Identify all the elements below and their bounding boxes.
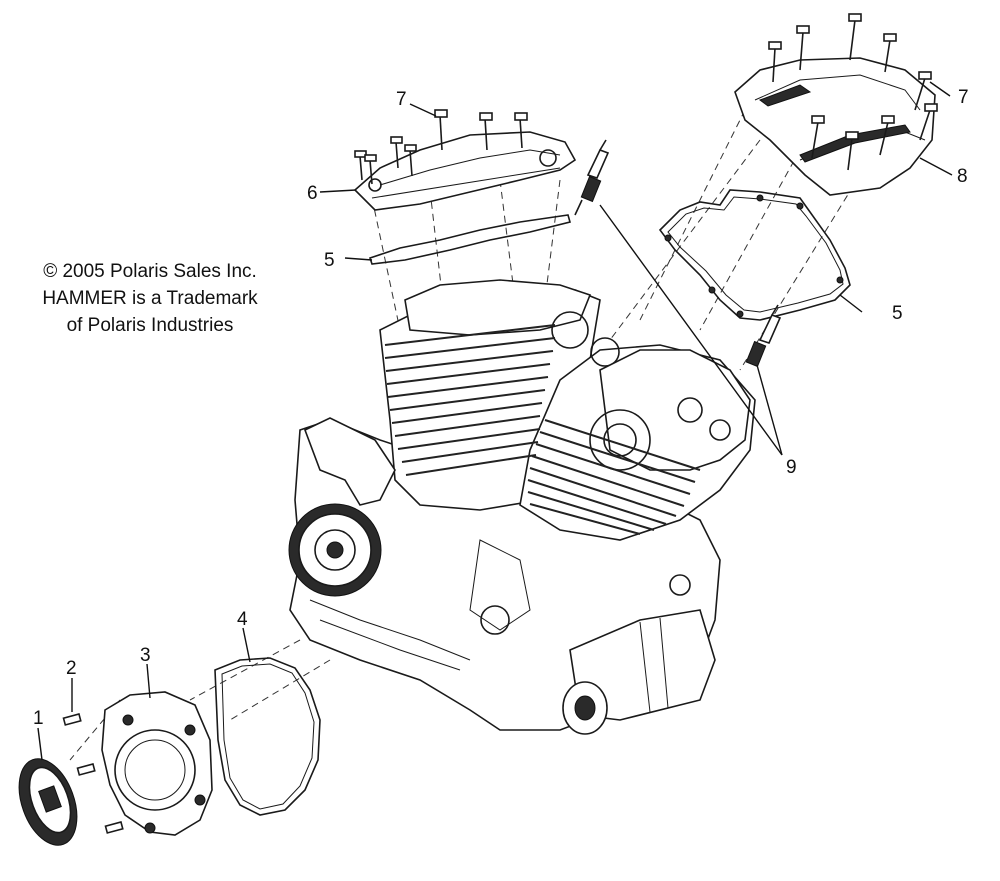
rear-cover-bolts — [768, 13, 938, 171]
copyright-line-1: © 2005 Polaris Sales Inc. — [43, 261, 257, 282]
callout-8: 8 — [957, 166, 968, 187]
cam-sprocket — [288, 503, 382, 597]
rear-head-gasket — [658, 189, 851, 321]
callout-6: 6 — [307, 183, 318, 204]
callout-4: 4 — [237, 609, 248, 630]
left-mount-plate — [303, 417, 396, 506]
callout-5-front: 5 — [324, 250, 335, 271]
emblem-badge — [18, 758, 78, 846]
callout-3: 3 — [140, 645, 151, 666]
callout-2: 2 — [66, 658, 77, 679]
front-cover-bolts — [354, 109, 528, 185]
cover-screws — [62, 713, 124, 834]
front-head-gasket — [368, 214, 571, 265]
copyright-notice: © 2005 Polaris Sales Inc. HAMMER is a Tr… — [30, 258, 270, 339]
front-rocker-cover — [353, 131, 577, 211]
spark-plug-front — [574, 139, 610, 216]
copyright-line-2: HAMMER is a Trademark — [42, 288, 258, 309]
spark-plug-rear — [745, 304, 782, 368]
cam-cover-gasket-inner — [221, 663, 315, 810]
copyright-line-3: of Polaris Industries — [66, 315, 234, 336]
rear-rocker-cover — [734, 57, 936, 196]
callout-5-rear: 5 — [892, 303, 903, 324]
callout-7-front: 7 — [396, 89, 407, 110]
engine-block — [289, 279, 756, 735]
callout-7-rear: 7 — [958, 87, 969, 108]
callout-1: 1 — [33, 708, 44, 729]
leader-lines — [37, 81, 953, 761]
cam-cover — [101, 691, 213, 836]
cam-cover-gasket — [214, 657, 321, 816]
callout-9: 9 — [786, 457, 797, 478]
